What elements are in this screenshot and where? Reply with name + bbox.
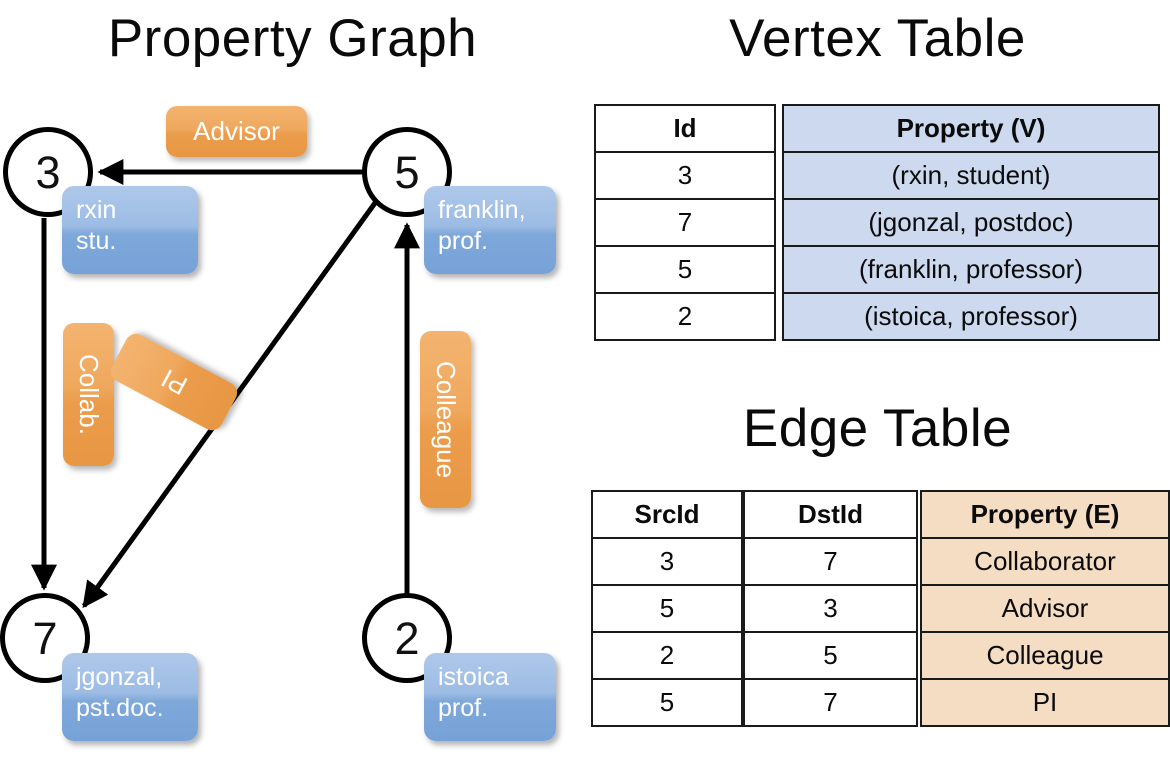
edge-label-pi-text: PI: [155, 363, 192, 402]
table-row: Advisor: [920, 584, 1170, 633]
property-line-2: prof.: [438, 694, 489, 723]
table-row: (franklin, professor): [782, 245, 1160, 294]
edge-cell-property: Colleague: [920, 631, 1170, 680]
edge-cell-dstid: 3: [743, 584, 918, 633]
vertex-table-property-column: Property (V) (rxin, student) (jgonzal, p…: [782, 104, 1160, 341]
edge-label-colleague: Colleague: [420, 331, 471, 508]
property-line-2: stu.: [76, 227, 117, 256]
vertex-table-id-column: Id 3 7 5 2: [594, 104, 776, 341]
node-property-box-jgonzal: jgonzal, pst.doc.: [62, 653, 198, 741]
vertex-header-property: Property (V): [782, 104, 1160, 153]
edge-table-srcid-column: SrcId 3 5 2 5: [591, 490, 743, 727]
edge-cell-property: Collaborator: [920, 537, 1170, 586]
table-header-row: Property (V): [782, 104, 1160, 153]
edge-header-srcid: SrcId: [591, 490, 743, 539]
vertex-cell-id: 3: [594, 151, 776, 200]
property-line-1: franklin,: [438, 196, 526, 224]
node-property-box-franklin: franklin, prof.: [424, 186, 556, 274]
table-row: 3: [743, 584, 918, 633]
table-row: (istoica, professor): [782, 292, 1160, 341]
table-row: 5: [594, 245, 776, 294]
page-title-edge-table: Edge Table: [742, 399, 1013, 458]
page-title-vertex-table: Vertex Table: [729, 9, 1026, 68]
graph-node-5[interactable]: 5: [362, 127, 452, 217]
property-line-2: pst.doc.: [76, 694, 164, 723]
vertex-cell-property: (jgonzal, postdoc): [782, 198, 1160, 247]
vertex-cell-id: 2: [594, 292, 776, 341]
node-property-box-rxin: rxin stu.: [62, 186, 198, 274]
table-row: 5: [591, 584, 743, 633]
property-line-2: prof.: [438, 227, 489, 256]
edge-cell-srcid: 3: [591, 537, 743, 586]
table-row: 3: [594, 151, 776, 200]
table-row: (rxin, student): [782, 151, 1160, 200]
edge-cell-property: PI: [920, 678, 1170, 727]
table-row: PI: [920, 678, 1170, 727]
graph-node-2[interactable]: 2: [362, 593, 452, 683]
edge-cell-dstid: 7: [743, 537, 918, 586]
edge-cell-dstid: 5: [743, 631, 918, 680]
edge-table-dstid-column: DstId 7 3 5 7: [743, 490, 918, 727]
table-row: (jgonzal, postdoc): [782, 198, 1160, 247]
table-row: 5: [743, 631, 918, 680]
table-header-row: SrcId: [591, 490, 743, 539]
table-header-row: Id: [594, 104, 776, 153]
property-line-1: jgonzal,: [76, 663, 163, 691]
node-property-box-istoica: istoica prof.: [424, 653, 556, 741]
table-row: 2: [591, 631, 743, 680]
edge-label-collab: Collab.: [63, 323, 114, 466]
edge-cell-property: Advisor: [920, 584, 1170, 633]
table-row: 2: [594, 292, 776, 341]
table-row: 7: [594, 198, 776, 247]
table-row: 7: [743, 678, 918, 727]
edge-header-dstid: DstId: [743, 490, 918, 539]
edge-header-property: Property (E): [920, 490, 1170, 539]
table-row: 3: [591, 537, 743, 586]
property-line-1: istoica: [438, 663, 509, 691]
edge-cell-srcid: 2: [591, 631, 743, 680]
vertex-cell-property: (franklin, professor): [782, 245, 1160, 294]
table-row: 7: [743, 537, 918, 586]
edge-table-property-column: Property (E) Collaborator Advisor Collea…: [920, 490, 1170, 727]
vertex-cell-property: (istoica, professor): [782, 292, 1160, 341]
edge-cell-dstid: 7: [743, 678, 918, 727]
table-row: 5: [591, 678, 743, 727]
vertex-header-id: Id: [594, 104, 776, 153]
table-header-row: DstId: [743, 490, 918, 539]
edge-cell-srcid: 5: [591, 584, 743, 633]
edge-label-advisor: Advisor: [166, 106, 307, 157]
edge-cell-srcid: 5: [591, 678, 743, 727]
vertex-cell-id: 5: [594, 245, 776, 294]
vertex-cell-id: 7: [594, 198, 776, 247]
table-row: Collaborator: [920, 537, 1170, 586]
vertex-cell-property: (rxin, student): [782, 151, 1160, 200]
table-header-row: Property (E): [920, 490, 1170, 539]
property-line-1: rxin: [76, 196, 117, 224]
table-row: Colleague: [920, 631, 1170, 680]
page-title-property-graph: Property Graph: [107, 9, 478, 68]
